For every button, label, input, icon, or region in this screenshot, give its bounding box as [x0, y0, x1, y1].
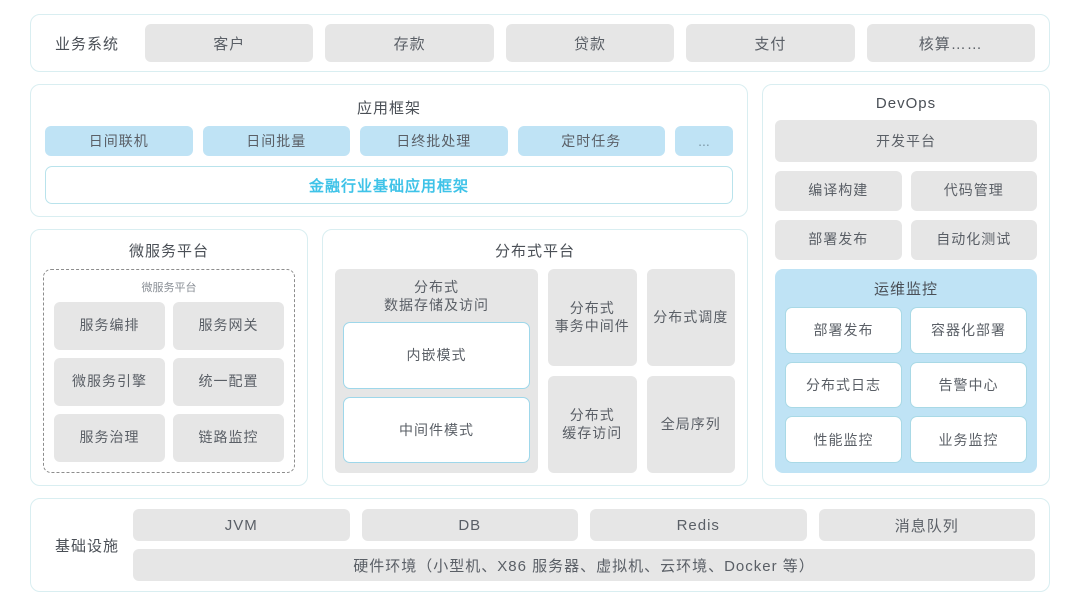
- microservice-platform-panel: 微服务平台 微服务平台 服务编排 服务网关 微服务引擎 统一配置 服务治理 链路…: [30, 229, 308, 486]
- financial-foundation-framework-label: 金融行业基础应用框架: [308, 177, 469, 195]
- devops-item-compile-build[interactable]: 编译构建: [775, 171, 902, 211]
- distributed-platform-panel: 分布式平台 分布式 数据存储及访问 内嵌模式 中间件模式: [322, 229, 748, 486]
- devops-panel: DevOps 开发平台 编译构建 代码管理 部署发布 自动化测试 运维监控 部署…: [762, 84, 1050, 486]
- dist-cell-scheduling[interactable]: 分布式调度: [646, 269, 735, 366]
- dist-cell-transaction-middleware-line2: 事务中间件: [554, 317, 630, 334]
- business-item-payment[interactable]: 支付: [686, 24, 855, 62]
- devops-column: DevOps 开发平台 编译构建 代码管理 部署发布 自动化测试 运维监控 部署…: [762, 84, 1050, 486]
- app-framework-panel: 应用框架 日间联机 日间批量 日终批处理 定时任务 ... 金融行业基础应用框架: [30, 84, 748, 217]
- ops-item-distributed-logging[interactable]: 分布式日志: [785, 361, 902, 409]
- distributed-platform-body: 分布式 数据存储及访问 内嵌模式 中间件模式 分布式 事务中间件: [335, 269, 735, 473]
- dist-cell-transaction-middleware[interactable]: 分布式 事务中间件: [548, 269, 637, 366]
- dist-cell-cache-access[interactable]: 分布式 缓存访问: [548, 376, 637, 473]
- micro-item-unified-config[interactable]: 统一配置: [173, 358, 284, 406]
- storage-mode-middleware[interactable]: 中间件模式: [343, 396, 530, 463]
- business-systems-panel: 业务系统 客户 存款 贷款 支付 核算……: [30, 14, 1050, 72]
- storage-mode-embedded[interactable]: 内嵌模式: [343, 322, 530, 389]
- business-item-customer[interactable]: 客户: [145, 24, 314, 62]
- distributed-storage-group[interactable]: 分布式 数据存储及访问 内嵌模式 中间件模式: [335, 269, 538, 473]
- microservice-platform-title: 微服务平台: [128, 243, 209, 260]
- financial-foundation-framework-bar[interactable]: 金融行业基础应用框架: [45, 166, 733, 204]
- ops-monitoring-title: 运维监控: [873, 281, 938, 298]
- dist-cell-global-sequence[interactable]: 全局序列: [646, 376, 735, 473]
- distributed-storage-caption: 分布式 数据存储及访问: [343, 279, 530, 314]
- ops-monitoring-grid: 部署发布 容器化部署 分布式日志 告警中心 性能监控 业务监控: [785, 307, 1027, 463]
- app-chip-scheduled-task[interactable]: 定时任务: [517, 126, 665, 156]
- microservice-dashed-group: 微服务平台 服务编排 服务网关 微服务引擎 统一配置 服务治理 链路监控: [43, 269, 295, 473]
- ops-monitoring-group: 运维监控 部署发布 容器化部署 分布式日志 告警中心 性能监控 业务监控: [775, 269, 1037, 473]
- dist-cell-cache-access-line2: 缓存访问: [562, 424, 623, 441]
- infra-item-jvm[interactable]: JVM: [133, 509, 350, 541]
- app-framework-title: 应用框架: [356, 100, 421, 117]
- devops-item-deploy-release[interactable]: 部署发布: [775, 220, 902, 260]
- micro-item-microservice-engine[interactable]: 微服务引擎: [54, 358, 165, 406]
- business-item-deposit[interactable]: 存款: [325, 24, 494, 62]
- infrastructure-label: 基础设施: [55, 537, 120, 555]
- devops-item-automated-testing[interactable]: 自动化测试: [910, 220, 1037, 260]
- ops-item-containerized-deploy[interactable]: 容器化部署: [910, 307, 1027, 354]
- ops-item-deploy-release[interactable]: 部署发布: [785, 307, 902, 354]
- devops-item-code-management[interactable]: 代码管理: [910, 171, 1037, 211]
- app-chip-daytime-online[interactable]: 日间联机: [45, 126, 193, 156]
- micro-item-service-governance[interactable]: 服务治理: [54, 414, 165, 462]
- dist-cell-transaction-middleware-line1: 分布式: [569, 300, 615, 316]
- micro-item-trace-monitoring[interactable]: 链路监控: [173, 414, 284, 462]
- app-framework-chip-row: 日间联机 日间批量 日终批处理 定时任务 ...: [45, 126, 733, 156]
- middle-left-column: 应用框架 日间联机 日间批量 日终批处理 定时任务 ... 金融行业基础应用框架…: [30, 84, 748, 486]
- infra-item-db[interactable]: DB: [361, 509, 579, 541]
- infra-item-message-queue[interactable]: 消息队列: [818, 509, 1036, 541]
- infrastructure-panel: 基础设施 JVM DB Redis 消息队列 硬件环境（小型机、X86 服务器、…: [30, 498, 1050, 592]
- distributed-platform-title: 分布式平台: [494, 243, 575, 260]
- middle-zone: 应用框架 日间联机 日间批量 日终批处理 定时任务 ... 金融行业基础应用框架…: [30, 84, 1050, 486]
- business-item-loan[interactable]: 贷款: [505, 24, 675, 62]
- distributed-cells-grid: 分布式 事务中间件 分布式调度 分布式 缓存访问: [548, 269, 735, 473]
- app-chip-eod-batch[interactable]: 日终批处理: [360, 126, 508, 156]
- platforms-row: 微服务平台 微服务平台 服务编排 服务网关 微服务引擎 统一配置 服务治理 链路…: [30, 229, 748, 486]
- microservice-inner-title: 微服务平台: [141, 282, 197, 294]
- devops-dev-platform[interactable]: 开发平台: [775, 120, 1037, 162]
- business-systems-label: 业务系统: [55, 35, 120, 53]
- ops-item-performance-monitoring[interactable]: 性能监控: [785, 416, 902, 463]
- distributed-storage-caption-line1: 分布式: [414, 279, 459, 295]
- infrastructure-content: JVM DB Redis 消息队列 硬件环境（小型机、X86 服务器、虚拟机、云…: [133, 509, 1036, 581]
- microservice-item-grid: 服务编排 服务网关 微服务引擎 统一配置 服务治理 链路监控: [54, 302, 284, 462]
- infra-item-redis[interactable]: Redis: [590, 509, 807, 541]
- infrastructure-chip-row: JVM DB Redis 消息队列: [133, 509, 1036, 541]
- infra-hardware-environment[interactable]: 硬件环境（小型机、X86 服务器、虚拟机、云环境、Docker 等）: [133, 549, 1035, 581]
- app-chip-daytime-batch[interactable]: 日间批量: [202, 126, 350, 156]
- app-chip-more[interactable]: ...: [675, 126, 733, 156]
- business-item-accounting[interactable]: 核算……: [866, 24, 1035, 62]
- micro-item-service-orchestration[interactable]: 服务编排: [54, 302, 165, 350]
- micro-item-service-gateway[interactable]: 服务网关: [173, 302, 284, 350]
- dist-cell-cache-access-line1: 分布式: [569, 407, 615, 423]
- ops-item-alert-center[interactable]: 告警中心: [910, 361, 1027, 409]
- devops-title: DevOps: [875, 95, 937, 112]
- devops-item-grid: 编译构建 代码管理 部署发布 自动化测试: [775, 171, 1037, 260]
- ops-item-business-monitoring[interactable]: 业务监控: [910, 416, 1027, 463]
- distributed-storage-caption-line2: 数据存储及访问: [384, 296, 489, 313]
